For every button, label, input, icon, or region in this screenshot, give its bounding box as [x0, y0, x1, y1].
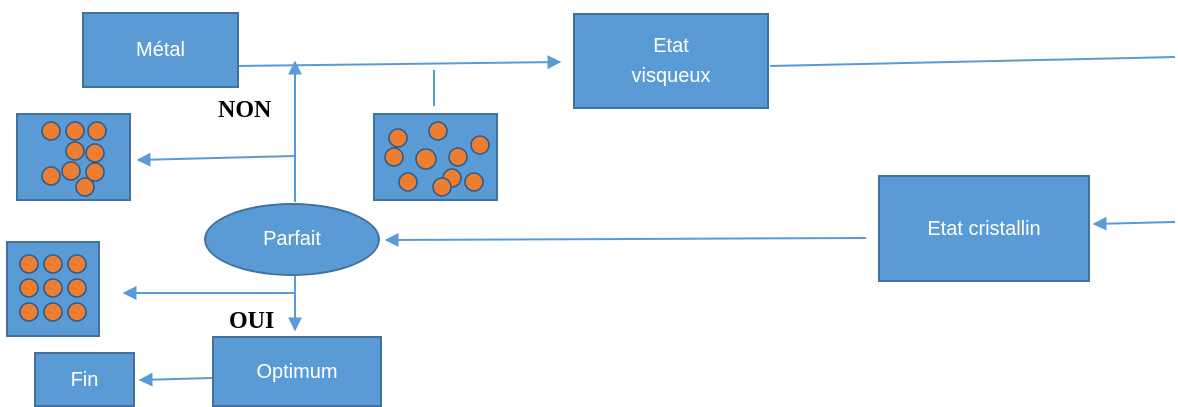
defect-crystal-illustration — [16, 113, 131, 201]
node-optimum-label: Optimum — [256, 360, 338, 383]
viscous-atoms-illustration — [373, 113, 498, 201]
arrow-optimum-to-end — [138, 372, 213, 387]
label-no: NON — [218, 97, 272, 123]
node-end: Fin — [34, 352, 135, 407]
arrow-to-defect-crystal — [136, 152, 296, 167]
node-optimum: Optimum — [212, 336, 382, 407]
node-viscous-label-line2: visqueux — [631, 65, 711, 87]
arrow-metal-to-viscous — [237, 55, 562, 70]
node-viscous-state: Etat visqueux — [573, 13, 769, 109]
node-viscous-label-line1: Etat — [653, 35, 689, 57]
node-end-label: Fin — [70, 368, 99, 391]
label-yes: OUI — [229, 308, 275, 334]
line-viscous-out — [769, 56, 1176, 67]
node-metal-label: Métal — [136, 39, 185, 61]
arrow-crystalline-to-perfect — [384, 232, 867, 247]
decision-perfect: Parfait — [204, 203, 380, 276]
perfect-crystal-illustration — [6, 241, 100, 337]
decision-perfect-label: Parfait — [263, 228, 321, 250]
arrow-in-crystalline — [1092, 216, 1176, 231]
node-crystalline-label: Etat cristallin — [927, 217, 1041, 240]
node-crystalline-state: Etat cristallin — [878, 175, 1090, 282]
node-metal: Métal — [82, 12, 239, 88]
